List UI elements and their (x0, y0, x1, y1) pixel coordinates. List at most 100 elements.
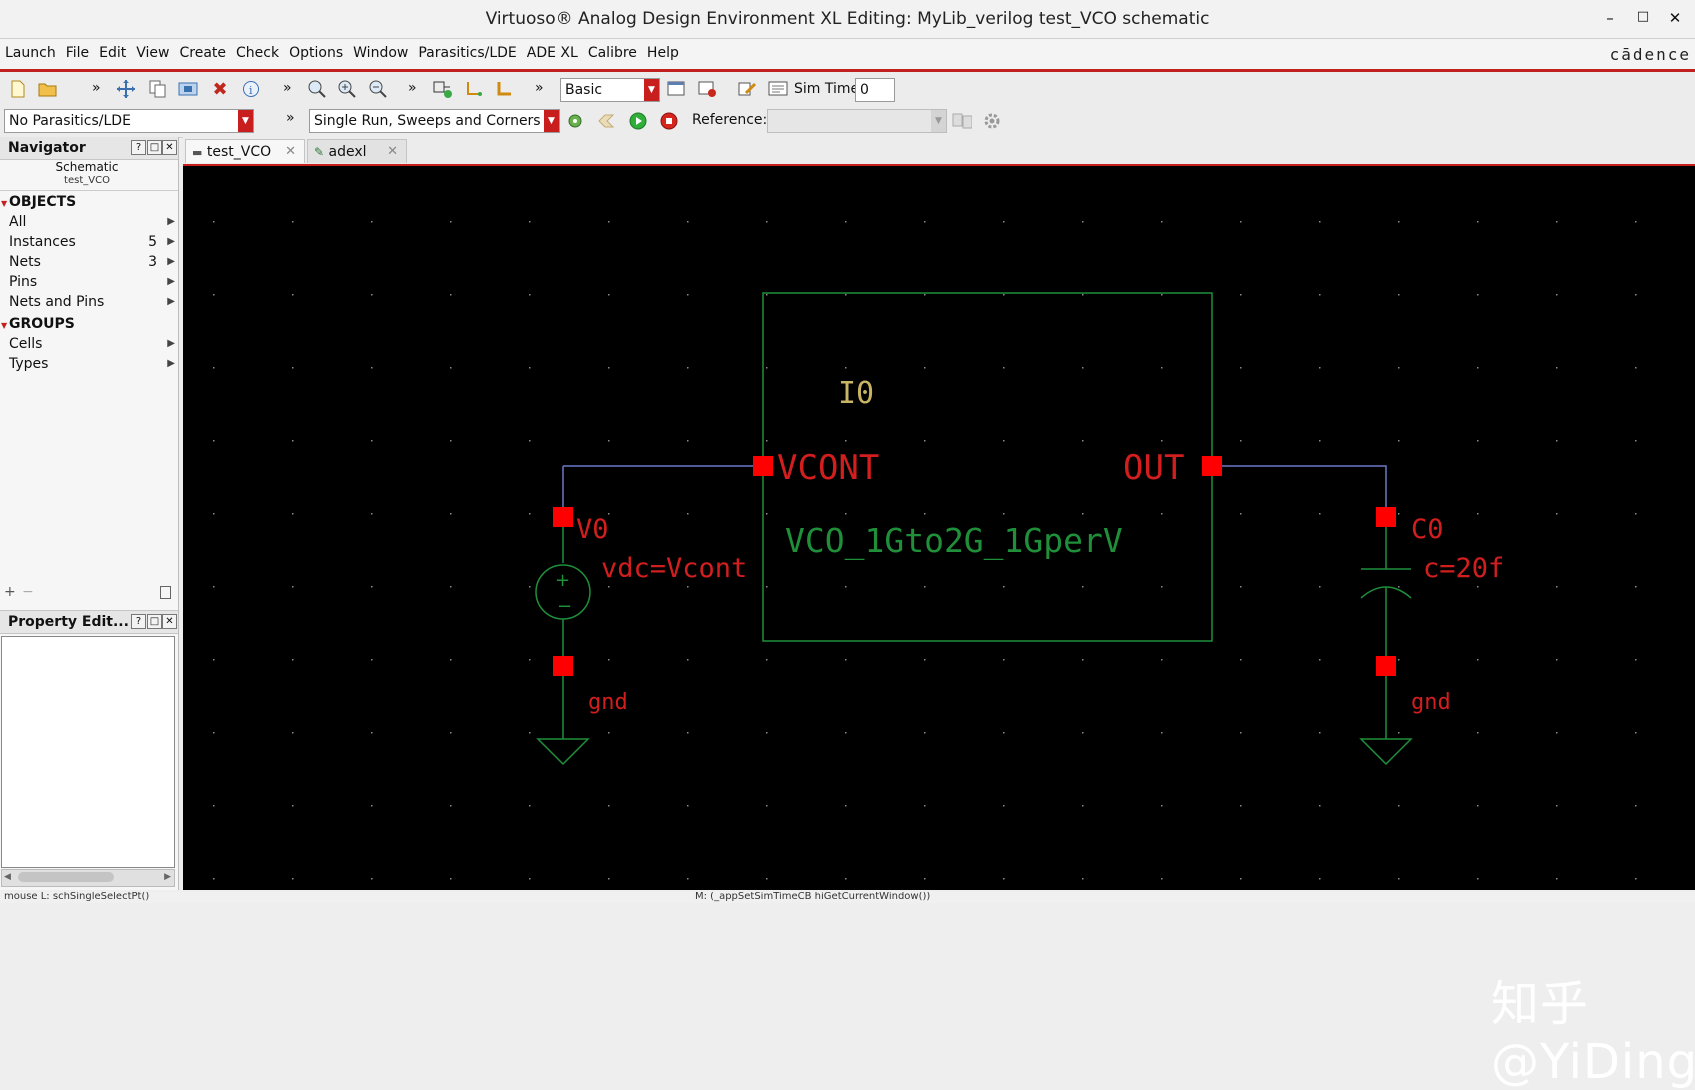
stretch-icon[interactable] (178, 79, 198, 99)
menu-file[interactable]: File (65, 45, 90, 61)
wire-out[interactable] (1212, 465, 1387, 516)
nav-item-nets[interactable]: Nets 3 ▶ (9, 254, 175, 270)
menu-create[interactable]: Create (179, 45, 227, 61)
menu-adexl[interactable]: ADE XL (526, 45, 578, 61)
close-icon[interactable]: ✕ (285, 144, 296, 159)
mode-select[interactable]: Basic ▼ (560, 78, 660, 102)
group-objects[interactable]: ▼ OBJECTS (1, 194, 77, 210)
close-icon[interactable]: ✕ (1668, 9, 1682, 27)
horizontal-scrollbar[interactable]: ◀ ▶ (1, 869, 175, 887)
zoom-in-icon[interactable] (337, 79, 357, 99)
run-mode-select[interactable]: Single Run, Sweeps and Corners ▼ (309, 109, 560, 133)
properties-icon[interactable]: i (241, 79, 261, 99)
ground-icon[interactable] (1359, 738, 1413, 766)
grid-dot (845, 221, 847, 223)
remove-filter-button[interactable]: − (22, 584, 34, 600)
setup-run-icon[interactable] (566, 111, 586, 131)
menu-check[interactable]: Check (236, 45, 280, 61)
tab-adexl[interactable]: ✎ adexl ✕ (307, 139, 407, 163)
compare-icon[interactable] (952, 111, 972, 131)
property-editor-area[interactable] (1, 636, 175, 868)
pin-v0-plus[interactable] (553, 507, 573, 527)
simulate-mode-icon[interactable] (597, 111, 617, 131)
menu-options[interactable]: Options (289, 45, 344, 61)
zoom-fit-icon[interactable] (307, 79, 327, 99)
menu-window[interactable]: Window (353, 45, 409, 61)
reference-select[interactable]: ▼ (767, 109, 947, 133)
pin-out[interactable] (1202, 456, 1222, 476)
run-icon[interactable] (628, 111, 648, 131)
help-icon[interactable]: ? (131, 614, 146, 629)
chevron-right-icon[interactable]: ▶ (164, 872, 171, 882)
nav-item-types[interactable]: Types ▶ (9, 356, 175, 372)
create-wire-icon[interactable] (464, 79, 484, 99)
menu-calibre[interactable]: Calibre (587, 45, 637, 61)
create-wide-wire-icon[interactable] (495, 79, 515, 99)
chevron-left-icon[interactable]: ◀ (4, 872, 11, 882)
netlist-icon[interactable] (698, 79, 718, 99)
tab-test-vco[interactable]: ▬ test_VCO ✕ (185, 139, 305, 163)
menu-launch[interactable]: Launch (5, 45, 56, 61)
grid-dot (1240, 221, 1242, 223)
window-setup-icon[interactable] (667, 79, 687, 99)
maximize-icon[interactable]: □ (1636, 9, 1650, 24)
menu-view[interactable]: View (136, 45, 170, 61)
ground-icon[interactable] (536, 738, 590, 766)
grid-dot (1161, 294, 1163, 296)
float-icon[interactable]: □ (147, 140, 162, 155)
pin-v0-minus[interactable] (553, 656, 573, 676)
scrollbar-thumb[interactable] (18, 872, 114, 882)
copy-icon[interactable] (148, 79, 168, 99)
grid-dot (371, 659, 373, 661)
group-groups[interactable]: ▼ GROUPS (1, 316, 75, 332)
close-icon[interactable]: ✕ (162, 140, 177, 155)
pin-label-vcont: VCONT (777, 448, 879, 488)
create-instance-icon[interactable] (432, 79, 452, 99)
close-icon[interactable]: ✕ (387, 144, 398, 159)
menu-help[interactable]: Help (646, 45, 679, 61)
nav-item-nets-and-pins[interactable]: Nets and Pins ▶ (9, 294, 175, 310)
grid-dot (1556, 878, 1558, 880)
open-folder-icon[interactable] (38, 79, 58, 99)
panel-toggle-icon[interactable] (160, 586, 171, 599)
pin-c0-top[interactable] (1376, 507, 1396, 527)
add-filter-button[interactable]: + (4, 584, 16, 600)
delete-icon[interactable]: ✖ (212, 78, 228, 100)
minimize-icon[interactable]: – (1606, 9, 1614, 27)
nav-item-pins[interactable]: Pins ▶ (9, 274, 175, 290)
zoom-out-icon[interactable] (368, 79, 388, 99)
gear-icon[interactable] (982, 111, 1002, 131)
close-icon[interactable]: ✕ (162, 614, 177, 629)
sim-log-icon[interactable] (768, 79, 788, 99)
nav-item-cells[interactable]: Cells ▶ (9, 336, 175, 352)
move-icon[interactable] (116, 79, 136, 99)
grid-dot (1635, 221, 1637, 223)
toolbar-overflow[interactable]: » (408, 80, 417, 96)
grid-dot (1398, 513, 1400, 515)
schematic-canvas[interactable]: I0 VCO_1Gto2G_1GperV VCONT OUT + − V0 vd… (183, 166, 1695, 1090)
menu-parasitics[interactable]: Parasitics/LDE (418, 45, 517, 61)
edit-icon[interactable] (738, 79, 758, 99)
new-file-icon[interactable] (8, 79, 28, 99)
toolbar-overflow[interactable]: » (535, 80, 544, 96)
parasitics-select[interactable]: No Parasitics/LDE ▼ (4, 109, 254, 133)
nav-item-all[interactable]: All ▶ (9, 214, 175, 230)
toolbar-overflow[interactable]: » (283, 80, 292, 96)
grid-dot (1556, 586, 1558, 588)
nav-item-instances[interactable]: Instances 5 ▶ (9, 234, 175, 250)
grid-dot (1477, 294, 1479, 296)
help-icon[interactable]: ? (131, 140, 146, 155)
stop-icon[interactable] (659, 111, 679, 131)
sim-time-input[interactable]: 0 (855, 78, 895, 102)
grid-dot (1477, 878, 1479, 880)
grid-dot (845, 294, 847, 296)
pin-vcont[interactable] (753, 456, 773, 476)
float-icon[interactable]: □ (147, 614, 162, 629)
pin-c0-bottom[interactable] (1376, 656, 1396, 676)
toolbar-overflow[interactable]: » (286, 110, 295, 126)
grid-dot (213, 732, 215, 734)
menu-edit[interactable]: Edit (99, 45, 127, 61)
toolbar-overflow[interactable]: » (92, 80, 101, 96)
grid-dot (1477, 440, 1479, 442)
grid-dot (213, 440, 215, 442)
